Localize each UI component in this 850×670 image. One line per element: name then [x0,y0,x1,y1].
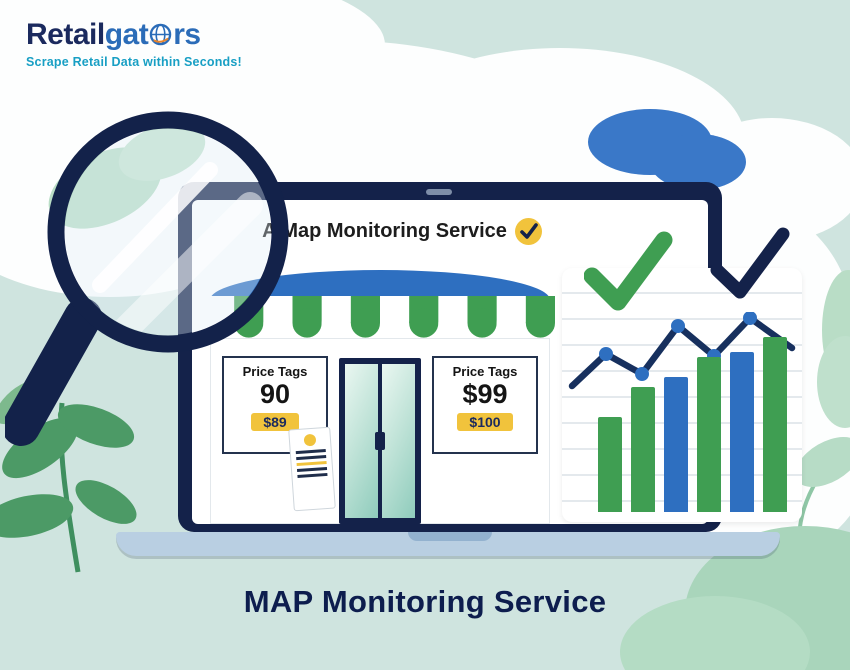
chart-bar [730,352,754,512]
chart-bar [598,417,622,512]
check-icon [520,223,538,239]
door-glass-left [345,364,378,518]
camera-icon [426,189,452,195]
green-check-icon [584,231,673,311]
screen-heading-row: A Map Monitoring Service [222,218,582,245]
blue-cloud [588,109,746,190]
door-glass-right [382,364,415,518]
awning-stripes-svg [205,296,555,338]
price-sign-title: Price Tags [452,364,518,379]
laptop-base-notch [408,532,492,541]
chart-bar [631,387,655,512]
logo: Retailgat rs Scrape Retail Data within S… [26,18,242,69]
logo-text-rs: rs [173,18,201,51]
price-sign-price: $99 [462,379,508,409]
price-sign-right: Price Tags $99 $100 [432,356,538,454]
price-badge: $100 [457,413,513,432]
line-chart-svg [568,312,796,390]
navy-check-icon [710,227,790,299]
chart-bar [664,377,688,512]
chart-bar [763,337,787,512]
check-badge [514,218,542,245]
footer-title: MAP Monitoring Service [243,584,607,619]
globe-icon [149,20,172,46]
logo-text-gat: gat [104,18,149,51]
store-door [339,358,421,524]
logo-text: Retailgat rs [26,18,242,52]
door-handle [375,432,385,450]
magnifier-icon [5,111,289,446]
foliage-bottom-right [620,270,850,670]
logo-tagline: Scrape Retail Data within Seconds! [26,55,242,69]
bar-chart [598,337,787,512]
price-sign-title: Price Tags [242,364,308,379]
price-sign-price: 90 [259,379,291,409]
price-badge: $89 [251,413,299,432]
chart-bar [697,357,721,512]
screen-heading: A Map Monitoring Service [262,220,507,242]
storefront: Price Tags 90 $89 Price Tags $99 $100 [205,270,555,524]
logo-text-retail: Retail [26,18,105,51]
